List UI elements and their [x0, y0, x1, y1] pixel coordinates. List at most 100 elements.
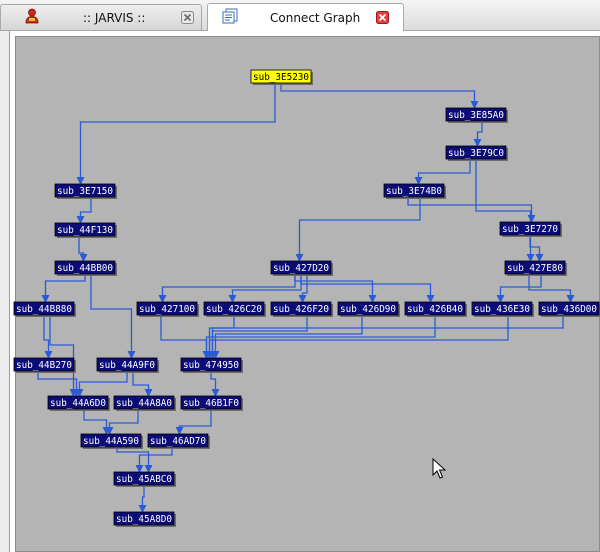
call-edge: [75, 371, 128, 397]
node-box[interactable]: [203, 301, 265, 316]
graph-node[interactable]: sub_44B270: [13, 357, 76, 373]
node-label: sub_3E85A0: [448, 110, 504, 121]
node-box[interactable]: [250, 69, 312, 84]
node-label: sub_3E7270: [502, 224, 558, 235]
left-panel-strip: [0, 31, 10, 552]
call-edge: [37, 371, 81, 397]
graph-node[interactable]: sub_44B880: [13, 301, 76, 317]
call-edge: [43, 315, 53, 359]
graph-node[interactable]: sub_45ABC0: [113, 471, 176, 487]
node-label: sub_3E5230: [253, 72, 309, 83]
graph-node[interactable]: sub_474950: [180, 357, 243, 373]
node-box[interactable]: [54, 222, 116, 237]
node-box[interactable]: [337, 301, 399, 316]
node-label: sub_44A8A0: [116, 398, 172, 409]
graph-node[interactable]: sub_3E79C0: [445, 145, 508, 161]
graph-node[interactable]: sub_436E30: [471, 301, 534, 317]
nodes-layer: sub_3E5230 sub_3E85A0 sub_3E79C0 sub_3E74B0…: [13, 69, 600, 527]
call-edge: [90, 274, 136, 359]
graph-node[interactable]: sub_46B1F0: [180, 395, 243, 411]
graph-node[interactable]: sub_46AD70: [147, 433, 210, 449]
node-box[interactable]: [445, 107, 507, 122]
graph-node[interactable]: sub_3E74B0: [383, 183, 446, 199]
node-box[interactable]: [54, 183, 116, 198]
graph-node[interactable]: sub_3E7270: [499, 221, 562, 237]
node-box[interactable]: [404, 301, 466, 316]
node-box[interactable]: [383, 183, 445, 198]
graph-node[interactable]: sub_44A8A0: [113, 395, 176, 411]
edges-layer: [37, 83, 575, 513]
graph-node[interactable]: sub_426B40: [404, 301, 467, 317]
call-edge: [138, 485, 147, 513]
node-label: sub_44A590: [83, 436, 139, 447]
node-box[interactable]: [445, 145, 507, 160]
close-tab-jarvis-icon[interactable]: [181, 11, 194, 24]
node-box[interactable]: [80, 433, 142, 448]
call-edge: [105, 409, 139, 435]
call-edge: [528, 274, 575, 303]
graph-node[interactable]: sub_44A590: [80, 433, 143, 449]
graph-node[interactable]: sub_436D00: [538, 301, 600, 317]
call-edge: [175, 409, 212, 435]
node-box[interactable]: [113, 395, 175, 410]
node-label: sub_3E7150: [57, 186, 113, 197]
graph-node[interactable]: sub_426D90: [337, 301, 400, 317]
node-box[interactable]: [13, 357, 75, 372]
call-edge: [496, 274, 542, 303]
node-box[interactable]: [13, 301, 75, 316]
graph-node[interactable]: sub_44A9F0: [96, 357, 159, 373]
graph-node[interactable]: sub_44BB00: [54, 260, 117, 276]
call-edge: [208, 315, 564, 359]
graph-node[interactable]: sub_44A6D0: [47, 395, 110, 411]
call-edge: [407, 197, 536, 223]
node-label: sub_427E80: [507, 263, 563, 274]
graph-node[interactable]: sub_3E7150: [54, 183, 117, 199]
node-box[interactable]: [270, 260, 332, 275]
node-box[interactable]: [180, 395, 242, 410]
node-box[interactable]: [113, 471, 175, 486]
call-edge: [132, 371, 153, 397]
node-box[interactable]: [113, 511, 175, 526]
node-label: sub_44B880: [16, 304, 72, 315]
graph-node-selected[interactable]: sub_3E5230: [250, 69, 313, 85]
call-edge: [473, 121, 483, 147]
graph-node[interactable]: sub_45A8D0: [113, 511, 176, 527]
close-tab-connect-graph-icon[interactable]: [376, 11, 389, 24]
call-edge: [78, 236, 88, 262]
node-label: sub_426F20: [273, 304, 329, 315]
graph-node[interactable]: sub_3E85A0: [445, 107, 508, 123]
call-edge: [295, 197, 421, 262]
tab-connect-graph[interactable]: Connect Graph: [207, 3, 404, 31]
node-box[interactable]: [96, 357, 158, 372]
call-edge: [160, 315, 211, 359]
mouse-cursor-icon: [432, 458, 446, 479]
node-label: sub_44A6D0: [50, 398, 106, 409]
node-box[interactable]: [136, 301, 198, 316]
graph-node[interactable]: sub_44F130: [54, 222, 117, 238]
node-box[interactable]: [538, 301, 600, 316]
graph-node[interactable]: sub_426F20: [270, 301, 333, 317]
node-box[interactable]: [54, 260, 116, 275]
graph-window-icon: [222, 8, 238, 24]
node-box[interactable]: [180, 357, 242, 372]
node-box[interactable]: [270, 301, 332, 316]
node-label: sub_45ABC0: [116, 474, 172, 485]
node-label: sub_426D90: [340, 304, 396, 315]
graph-node[interactable]: sub_427100: [136, 301, 199, 317]
node-box[interactable]: [147, 433, 209, 448]
node-label: sub_436E30: [474, 304, 530, 315]
call-edge: [135, 447, 173, 473]
node-box[interactable]: [504, 260, 566, 275]
call-edge: [76, 83, 276, 185]
graph-node[interactable]: sub_427D20: [270, 260, 333, 276]
node-box[interactable]: [471, 301, 533, 316]
tab-jarvis[interactable]: :: JARVIS ::: [0, 4, 202, 30]
node-label: sub_427D20: [273, 263, 329, 274]
graph-node[interactable]: sub_427E80: [504, 260, 567, 276]
node-label: sub_46B1F0: [183, 398, 239, 409]
node-box[interactable]: [499, 221, 561, 236]
tab-connect-graph-label: Connect Graph: [270, 11, 361, 25]
node-box[interactable]: [47, 395, 109, 410]
graph-node[interactable]: sub_426C20: [203, 301, 266, 317]
